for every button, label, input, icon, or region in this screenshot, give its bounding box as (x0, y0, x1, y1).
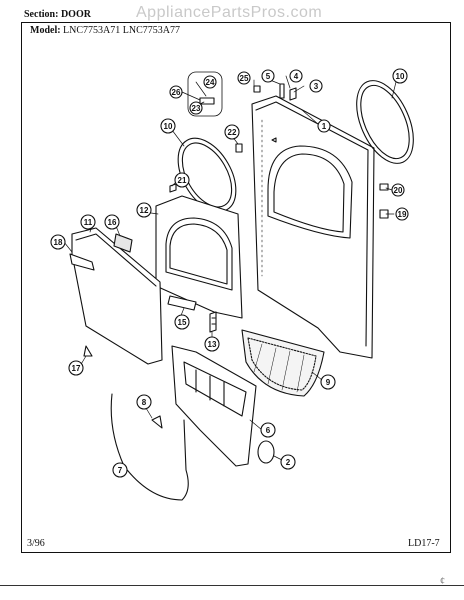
plate-16 (113, 233, 133, 253)
svg-text:5: 5 (266, 72, 271, 81)
svg-text:22: 22 (228, 128, 237, 137)
callout-25: 25 (237, 71, 251, 85)
clip-8 (151, 415, 163, 429)
outer-door-panel (251, 95, 375, 359)
svg-text:7: 7 (118, 466, 123, 475)
wire-7 (110, 393, 189, 501)
svg-text:8: 8 (142, 398, 147, 407)
callout-9: 9 (320, 374, 336, 390)
callout-19: 19 (395, 207, 409, 221)
callout-10b: 10 (160, 118, 176, 134)
strip-15 (167, 295, 197, 311)
lint-screen (241, 329, 325, 397)
callout-24: 24 (203, 75, 217, 89)
svg-text:3: 3 (314, 82, 319, 91)
callout-5: 5 (261, 69, 275, 83)
bottom-rule (0, 585, 464, 586)
callout-26: 26 (169, 85, 183, 99)
svg-text:10: 10 (164, 122, 173, 131)
callout-11: 11 (80, 214, 96, 230)
callout-20: 20 (391, 183, 405, 197)
svg-text:21: 21 (178, 176, 187, 185)
callout-10a: 10 (392, 68, 408, 84)
corner-mark: ¢ (440, 576, 445, 587)
callout-21: 21 (174, 172, 190, 188)
svg-text:23: 23 (192, 104, 201, 113)
svg-text:17: 17 (72, 364, 81, 373)
diagram-frame (21, 22, 451, 553)
callout-15: 15 (174, 314, 190, 330)
o-ring-2 (257, 440, 275, 464)
svg-text:6: 6 (266, 426, 271, 435)
svg-text:18: 18 (54, 238, 63, 247)
svg-text:20: 20 (394, 186, 403, 195)
svg-text:16: 16 (108, 218, 117, 227)
svg-text:25: 25 (240, 74, 249, 83)
svg-text:24: 24 (206, 78, 215, 87)
svg-text:2: 2 (286, 458, 291, 467)
callout-18: 18 (50, 234, 66, 250)
model-value: LNC7753A71 LNC7753A77 (63, 25, 180, 36)
callout-1: 1 (317, 119, 331, 133)
leader-lines (63, 75, 397, 467)
door-liner (71, 227, 163, 365)
callouts: 1 10 10 22 21 12 16 11 18 15 13 9 6 2 8 … (50, 68, 409, 478)
svg-text:26: 26 (172, 88, 181, 97)
callout-4: 4 (289, 69, 303, 83)
section-title: Section: DOOR (24, 9, 91, 20)
model-line: Model: LNC7753A71 LNC7753A77 (30, 25, 180, 36)
model-label: Model: (30, 25, 61, 36)
door-handle (69, 253, 95, 271)
callout-23: 23 (189, 101, 203, 115)
callout-2: 2 (280, 454, 296, 470)
svg-text:9: 9 (326, 378, 331, 387)
footer-code: LD17-7 (408, 538, 440, 549)
svg-text:13: 13 (208, 340, 217, 349)
callout-17: 17 (68, 360, 84, 376)
footer-date: 3/96 (27, 538, 45, 549)
section-value: DOOR (60, 9, 91, 20)
callout-6: 6 (260, 422, 276, 438)
svg-text:19: 19 (398, 210, 407, 219)
callout-3: 3 (309, 79, 323, 93)
svg-text:12: 12 (140, 206, 149, 215)
door-seal-right (356, 80, 414, 164)
callout-13: 13 (204, 336, 220, 352)
callout-16: 16 (104, 214, 120, 230)
svg-text:1: 1 (322, 122, 327, 131)
svg-text:11: 11 (84, 218, 93, 227)
svg-text:4: 4 (294, 72, 299, 81)
callout-7: 7 (112, 462, 128, 478)
section-label: Section: (24, 9, 59, 20)
door-seal-left (177, 137, 237, 213)
foot-17 (83, 345, 93, 357)
svg-text:15: 15 (178, 318, 187, 327)
callout-22: 22 (224, 124, 240, 140)
callout-14-group-outline (187, 71, 223, 117)
callout-12: 12 (136, 202, 152, 218)
inner-door-frame (155, 195, 243, 319)
lint-duct (171, 345, 257, 467)
svg-text:10: 10 (396, 72, 405, 81)
callout-8: 8 (136, 394, 152, 410)
watermark: AppliancePartsPros.com (136, 4, 323, 21)
latch-13 (209, 311, 217, 333)
